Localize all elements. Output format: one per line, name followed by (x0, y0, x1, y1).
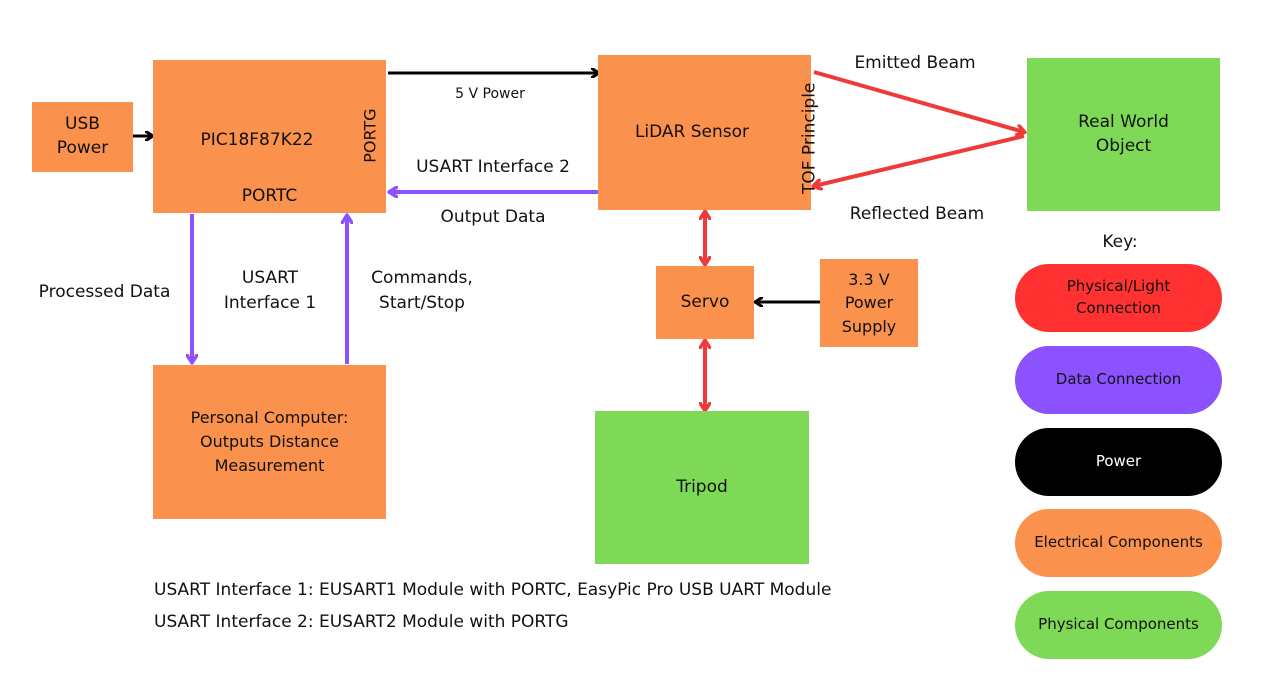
key-title: Key: (1102, 232, 1138, 252)
lidar-label: LiDAR Sensor (634, 122, 750, 142)
tripod-box: Tripod (595, 411, 809, 564)
key-physical-components: Physical Components (1015, 591, 1222, 659)
key-power: Power (1015, 428, 1222, 496)
processed-data-label: Processed Data (38, 282, 171, 302)
emitted-beam-label: Emitted Beam (854, 53, 976, 73)
usart2-label: USART Interface 2 (416, 157, 570, 177)
pic-label: PIC18F87K22 (200, 130, 314, 150)
reflected-beam-arrow (814, 134, 1025, 186)
computer-label: Personal Computer: Outputs Distance Meas… (190, 408, 349, 475)
lidar-sensor-box: LiDAR Sensor (598, 55, 811, 210)
five-v-power-label: 5 V Power (455, 86, 525, 102)
emitted-beam-arrow (813, 70, 1024, 132)
personal-computer-box: Personal Computer: Outputs Distance Meas… (153, 365, 386, 519)
real-world-label: Real World Object (1078, 111, 1169, 156)
usb-power-label: USB Power (56, 114, 109, 158)
output-data-label: Output Data (440, 207, 546, 227)
key-physical-light: Physical/Light Connection (1015, 264, 1222, 332)
usart1-note: USART Interface 1: EUSART1 Module with P… (154, 580, 832, 600)
portg-vertical-label: PORTG (360, 108, 380, 163)
pic-microcontroller-box: PIC18F87K22 PORTC (153, 60, 386, 213)
reflected-beam-label: Reflected Beam (849, 204, 985, 224)
servo-label: Servo (680, 291, 730, 312)
commands-label: Commands, Start/Stop (371, 268, 473, 313)
real-world-object-box: Real World Object (1027, 58, 1220, 211)
servo-box: Servo (656, 266, 754, 339)
usart1-label: USART Interface 1 (223, 268, 317, 313)
key-electrical-components: Electrical Components (1015, 509, 1222, 577)
power-supply-label: 3.3 V Power Supply (841, 270, 897, 336)
portc-label: PORTC (241, 186, 298, 206)
usb-power-box: USB Power (32, 102, 133, 172)
tof-principle-label: TOF Principle (799, 82, 820, 195)
usart2-note: USART Interface 2: EUSART2 Module with P… (154, 612, 569, 632)
key-data-connection: Data Connection (1015, 346, 1222, 414)
power-supply-box: 3.3 V Power Supply (820, 259, 918, 347)
tripod-label: Tripod (676, 476, 728, 497)
